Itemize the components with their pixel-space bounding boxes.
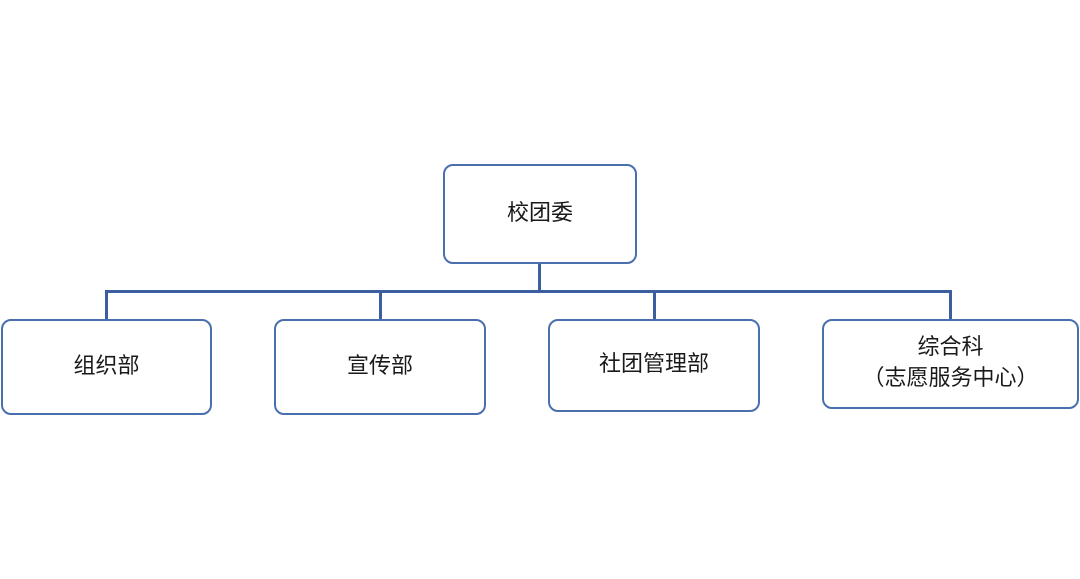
connector-horizontal-bus (105, 290, 952, 293)
node-root-label: 校团委 (506, 200, 573, 226)
node-child-4-sublabel: （志愿服务中心） (862, 366, 1039, 391)
node-child-2: 宣传部 (274, 319, 486, 415)
node-child-1-label: 组织部 (73, 353, 140, 379)
connector-to-child-3 (653, 290, 656, 320)
node-child-3-label: 社团管理部 (598, 352, 709, 378)
connector-root-down (538, 263, 541, 291)
node-child-3: 社团管理部 (548, 319, 760, 412)
node-root: 校团委 (443, 164, 637, 264)
node-child-2-label: 宣传部 (346, 353, 413, 379)
node-child-4-label: 综合科 (917, 335, 984, 361)
node-child-4: 综合科 （志愿服务中心） (822, 319, 1079, 409)
connector-to-child-4 (949, 290, 952, 320)
connector-to-child-2 (379, 290, 382, 320)
node-child-1: 组织部 (1, 319, 212, 415)
connector-to-child-1 (105, 290, 108, 320)
